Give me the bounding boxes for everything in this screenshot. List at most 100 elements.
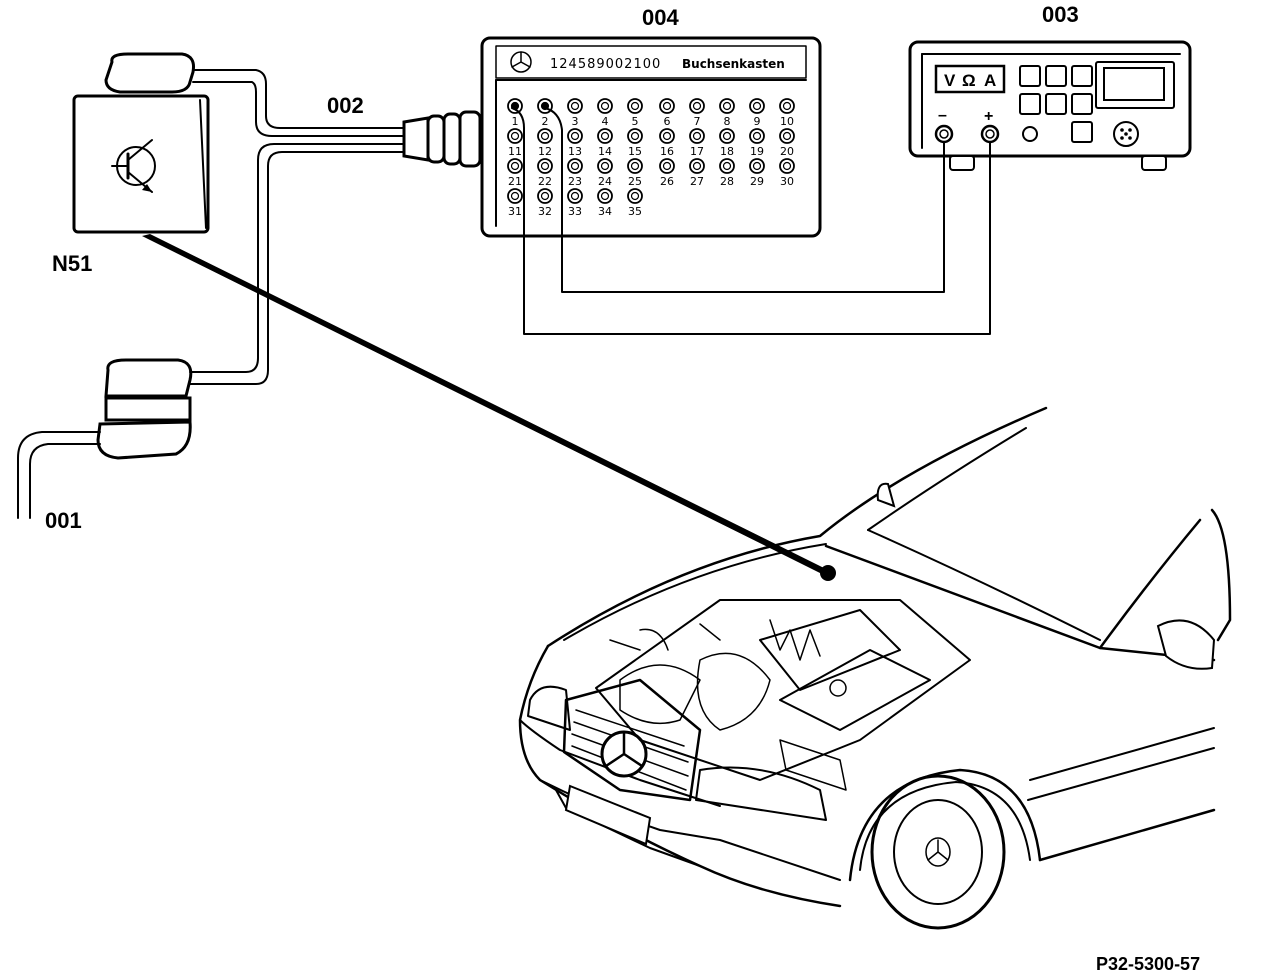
socket-label: 21	[508, 175, 522, 188]
socket-26: 26	[659, 158, 675, 188]
transistor-icon	[111, 139, 156, 193]
control-unit-n51: N51	[52, 52, 210, 276]
socket-11: 11	[507, 128, 523, 158]
mode-ohm: Ω	[962, 71, 976, 90]
location-pointer	[142, 234, 836, 581]
socket-box-part-number: 124589002100	[550, 57, 661, 72]
socket-23: 23	[567, 158, 583, 188]
mode-amp: A	[984, 71, 996, 90]
socket-5: 5	[627, 98, 643, 128]
wheel	[870, 774, 1006, 930]
jack-minus	[934, 124, 954, 144]
socket-label: 32	[538, 205, 552, 218]
jack-minus-label: –	[938, 107, 947, 124]
socket-label: 2	[542, 115, 549, 128]
mercedes-star-icon	[600, 730, 648, 778]
socket-label: 34	[598, 205, 612, 218]
display-icon	[1095, 61, 1175, 109]
socket-9: 9	[749, 98, 765, 128]
socket-label: 17	[690, 145, 704, 158]
lower-connector	[96, 358, 193, 460]
socket-10: 10	[779, 98, 795, 128]
socket-label: 26	[660, 175, 674, 188]
car-drawing	[518, 406, 1232, 930]
figure-id: P32-5300-57	[1096, 954, 1200, 974]
socket-label: 13	[568, 145, 582, 158]
socket-label: 25	[628, 175, 642, 188]
socket-34: 34	[597, 188, 613, 218]
engine-bay	[595, 599, 971, 791]
socket-28: 28	[719, 158, 735, 188]
socket-label: 20	[780, 145, 794, 158]
socket-label: 23	[568, 175, 582, 188]
socket-27: 27	[689, 158, 705, 188]
socket-31: 31	[507, 188, 523, 218]
socket-1: 1	[507, 98, 523, 128]
jack-plus-label: +	[984, 108, 993, 125]
socket-13: 13	[567, 128, 583, 158]
socket-21: 21	[507, 158, 523, 188]
multimeter-003: 003 V Ω A	[908, 2, 1192, 171]
socket-label: 33	[568, 205, 582, 218]
knob-icon	[1022, 126, 1038, 142]
round-socket-icon	[1113, 121, 1139, 147]
socket-label: 11	[508, 145, 522, 158]
socket-label: 5	[632, 115, 639, 128]
socket-box-name: Buchsenkasten	[682, 57, 785, 71]
socket-label: 15	[628, 145, 642, 158]
label-001: 001	[45, 508, 82, 533]
location-dot	[820, 565, 836, 581]
socket-label: 6	[664, 115, 671, 128]
socket-label: 8	[724, 115, 731, 128]
cable-002: 002	[189, 69, 482, 385]
jack-plus	[980, 124, 1000, 144]
socket-label: 22	[538, 175, 552, 188]
socket-label: 16	[660, 145, 674, 158]
socket-3: 3	[567, 98, 583, 128]
socket-15: 15	[627, 128, 643, 158]
socket-label: 30	[780, 175, 794, 188]
socket-label: 1	[512, 115, 519, 128]
socket-label: 24	[598, 175, 612, 188]
socket-label: 19	[750, 145, 764, 158]
mercedes-star-icon	[510, 51, 532, 73]
test-leads	[511, 107, 991, 335]
socket-label: 4	[602, 115, 609, 128]
socket-label: 31	[508, 205, 522, 218]
label-n51: N51	[52, 251, 92, 276]
socket-label: 14	[598, 145, 612, 158]
socket-14: 14	[597, 128, 613, 158]
socket-35: 35	[627, 188, 643, 218]
socket-19: 19	[749, 128, 765, 158]
label-004: 004	[642, 5, 679, 30]
socket-18: 18	[719, 128, 735, 158]
socket-25: 25	[627, 158, 643, 188]
socket-17: 17	[689, 128, 705, 158]
socket-label: 35	[628, 205, 642, 218]
multimeter-buttons	[1019, 65, 1093, 143]
socket-label: 27	[690, 175, 704, 188]
socket-label: 28	[720, 175, 734, 188]
socket-6: 6	[659, 98, 675, 128]
socket-label: 3	[572, 115, 579, 128]
socket-4: 4	[597, 98, 613, 128]
socket-22: 22	[537, 158, 553, 188]
label-002: 002	[327, 93, 364, 118]
socket-29: 29	[749, 158, 765, 188]
socket-32: 32	[537, 188, 553, 218]
label-003: 003	[1042, 2, 1079, 27]
harness-001: 001	[17, 431, 101, 533]
socket-16: 16	[659, 128, 675, 158]
socket-33: 33	[567, 188, 583, 218]
socket-24: 24	[597, 158, 613, 188]
socket-label: 7	[694, 115, 701, 128]
socket-label: 29	[750, 175, 764, 188]
socket-7: 7	[689, 98, 705, 128]
socket-20: 20	[779, 128, 795, 158]
socket-12: 12	[537, 128, 553, 158]
socket-label: 18	[720, 145, 734, 158]
mode-volt: V	[944, 71, 956, 90]
